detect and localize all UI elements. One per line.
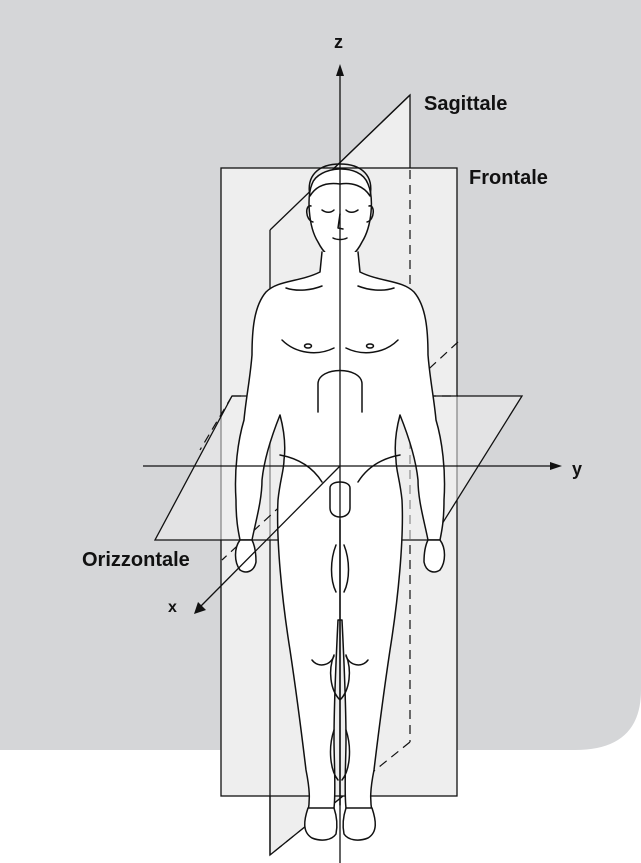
x-axis-label: x — [168, 599, 177, 616]
horizontal-plane-label: Orizzontale — [82, 549, 190, 571]
foot-right — [343, 808, 375, 840]
hand-right — [424, 540, 445, 572]
frontal-plane-label: Frontale — [469, 167, 548, 189]
y-axis-label: y — [572, 459, 582, 479]
foot-left — [305, 808, 337, 840]
sagittal-plane-label: Sagittale — [424, 93, 507, 115]
hand-left — [236, 540, 257, 572]
z-axis-label: z — [334, 32, 343, 52]
